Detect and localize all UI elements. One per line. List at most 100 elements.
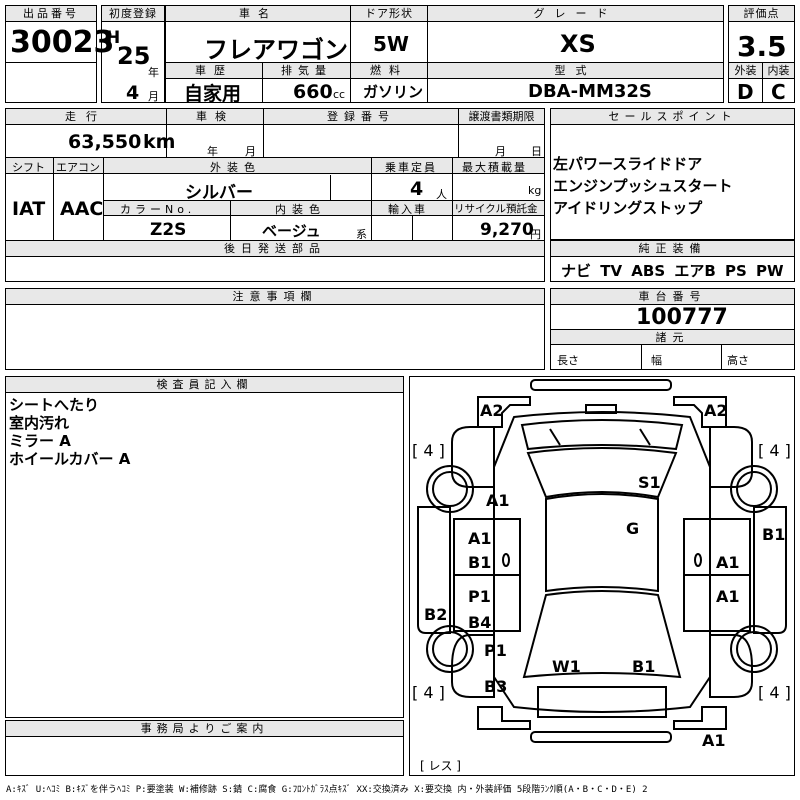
spec-divider — [103, 158, 104, 240]
interior-grade: C — [771, 80, 786, 104]
displacement-cell: 排気量 660 cc — [262, 62, 351, 103]
mark-b3: B3 — [484, 677, 508, 696]
ac-type: AAC — [60, 198, 104, 220]
mark-s1: S1 — [638, 473, 661, 492]
first-reg-month: 4 — [126, 82, 140, 104]
fuel: ガソリン — [363, 83, 424, 101]
era: H — [106, 28, 121, 48]
inspector-line-1: シートへたり — [9, 396, 100, 414]
color-number: Z2S — [150, 220, 187, 240]
first-registration-cell: 初度登録 H 25 年 4 月 — [101, 5, 165, 104]
color-number-label: カラーNo. — [120, 203, 196, 216]
score-label: 評価点 — [729, 6, 794, 22]
first-registration-label: 初度登録 — [102, 6, 164, 22]
recycle-label: リサイクル預託金 — [454, 203, 538, 215]
exterior-color: シルバー — [185, 183, 253, 203]
mark-p1-left-rear: P1 — [484, 641, 507, 660]
spec-header-bar — [6, 158, 544, 174]
later-parts-cell: 後日発送部品 — [5, 240, 545, 282]
spec-divider — [412, 216, 413, 240]
width-label: 幅 — [651, 354, 662, 367]
mark-a1-right-door: A1 — [716, 553, 740, 572]
mark-a1-bottom: A1 — [702, 731, 726, 750]
tire-rear-left: [ 4 ] — [412, 683, 445, 702]
right-side-panel — [753, 506, 787, 634]
interior-color: ベージュ — [262, 222, 321, 240]
mark-b4-left-rear-door: B4 — [468, 613, 492, 632]
inspector-line-4: ホイールカバー A — [9, 450, 131, 468]
max-load-label: 最大積載量 — [462, 161, 527, 174]
spare-tire-mark: [ レス ] — [420, 759, 461, 773]
rear-bumper — [530, 731, 672, 743]
rear-left-arch — [451, 634, 495, 698]
rear-window — [522, 590, 682, 679]
model-cell: 型式 DBA-MM32S — [427, 62, 724, 103]
score-cell: 評価点 3.5 — [728, 5, 795, 63]
car-outline — [417, 379, 787, 743]
grade: XS — [560, 30, 596, 58]
spec-header-bar-2 — [103, 200, 544, 216]
door-type: 5W — [373, 32, 409, 56]
dimensions-label: 諸元 — [551, 329, 794, 345]
equipment-label: 純正装備 — [551, 241, 794, 257]
grade-cell: グレード XS — [427, 5, 724, 63]
mark-a1-right-rear-door: A1 — [716, 587, 740, 606]
capacity: 4 — [410, 178, 424, 200]
interior-label: 内装 — [763, 63, 794, 79]
grade-label: グレード — [428, 6, 723, 22]
dims-divider — [641, 345, 642, 369]
first-reg-year: 25 — [117, 42, 151, 70]
mark-a1-left-door: A1 — [468, 529, 492, 548]
notes-label: 注意事項欄 — [6, 289, 544, 305]
office-label: 事務局よりご案内 — [6, 721, 403, 737]
body — [493, 411, 711, 713]
dims-divider — [721, 345, 722, 369]
recycle-unit: 円 — [530, 228, 541, 241]
displacement: 660 — [293, 81, 333, 103]
recycle-fee: 9,270 — [480, 220, 534, 240]
mileage-cell: 走行 63,550 km — [5, 108, 175, 158]
lot-number: 30023 — [10, 25, 115, 60]
sales-points-label: セールスポイント — [551, 109, 794, 125]
chassis-label: 車台番号 — [551, 289, 794, 305]
displacement-unit: cc — [333, 88, 346, 101]
inspection-cell: 車検 年 月 — [166, 108, 264, 158]
left-mirror-mark — [502, 553, 510, 567]
shift: IAT — [12, 198, 46, 220]
lot-blank-cell — [5, 62, 97, 103]
load-unit: kg — [528, 184, 542, 197]
roof — [545, 493, 659, 593]
spec-divider — [330, 175, 331, 200]
hood — [520, 419, 684, 451]
tire-front-left: [ 4 ] — [412, 441, 445, 460]
import-label: 輸入車 — [388, 203, 427, 216]
front-right-arch — [709, 426, 753, 488]
car-name: フレアワゴン — [204, 36, 348, 64]
registration-number-label: 登録番号 — [264, 109, 458, 125]
chassis-cell: 車台番号 100777 諸元 長さ 幅 高さ — [550, 288, 795, 370]
rear-right-arch — [709, 634, 753, 698]
mark-g: G — [626, 519, 640, 538]
windshield — [526, 447, 678, 499]
exterior-color-label: 外装色 — [210, 161, 261, 174]
capacity-unit: 人 — [436, 188, 447, 201]
car-diagram: A2 A2 [ 4 ] [ 4 ] A1 S1 G A1 B1 B1 A1 P1… — [409, 376, 795, 776]
spec-divider — [230, 200, 231, 240]
displacement-label: 排気量 — [263, 63, 350, 79]
inspection-month-unit: 月 — [245, 145, 256, 158]
sales-point-2: エンジンプッシュスタート — [553, 177, 733, 195]
mark-b1-left-door: B1 — [468, 553, 492, 572]
door-label: ドア形状 — [351, 6, 427, 22]
year-unit: 年 — [148, 66, 159, 79]
ac-label: エアコン — [56, 161, 100, 174]
capacity-label: 乗車定員 — [385, 161, 437, 174]
office-cell: 事務局よりご案内 — [5, 720, 404, 776]
model: DBA-MM32S — [528, 81, 652, 102]
inspector-line-3: ミラー A — [9, 432, 71, 450]
left-rear-door — [453, 574, 521, 632]
chassis-number: 100777 — [636, 305, 728, 330]
spec-divider — [53, 158, 54, 240]
mark-p1-left-rear-door: P1 — [468, 587, 491, 606]
lot-number-cell: 出品番号 30023 — [5, 5, 114, 63]
mileage: 63,550 — [68, 131, 142, 153]
